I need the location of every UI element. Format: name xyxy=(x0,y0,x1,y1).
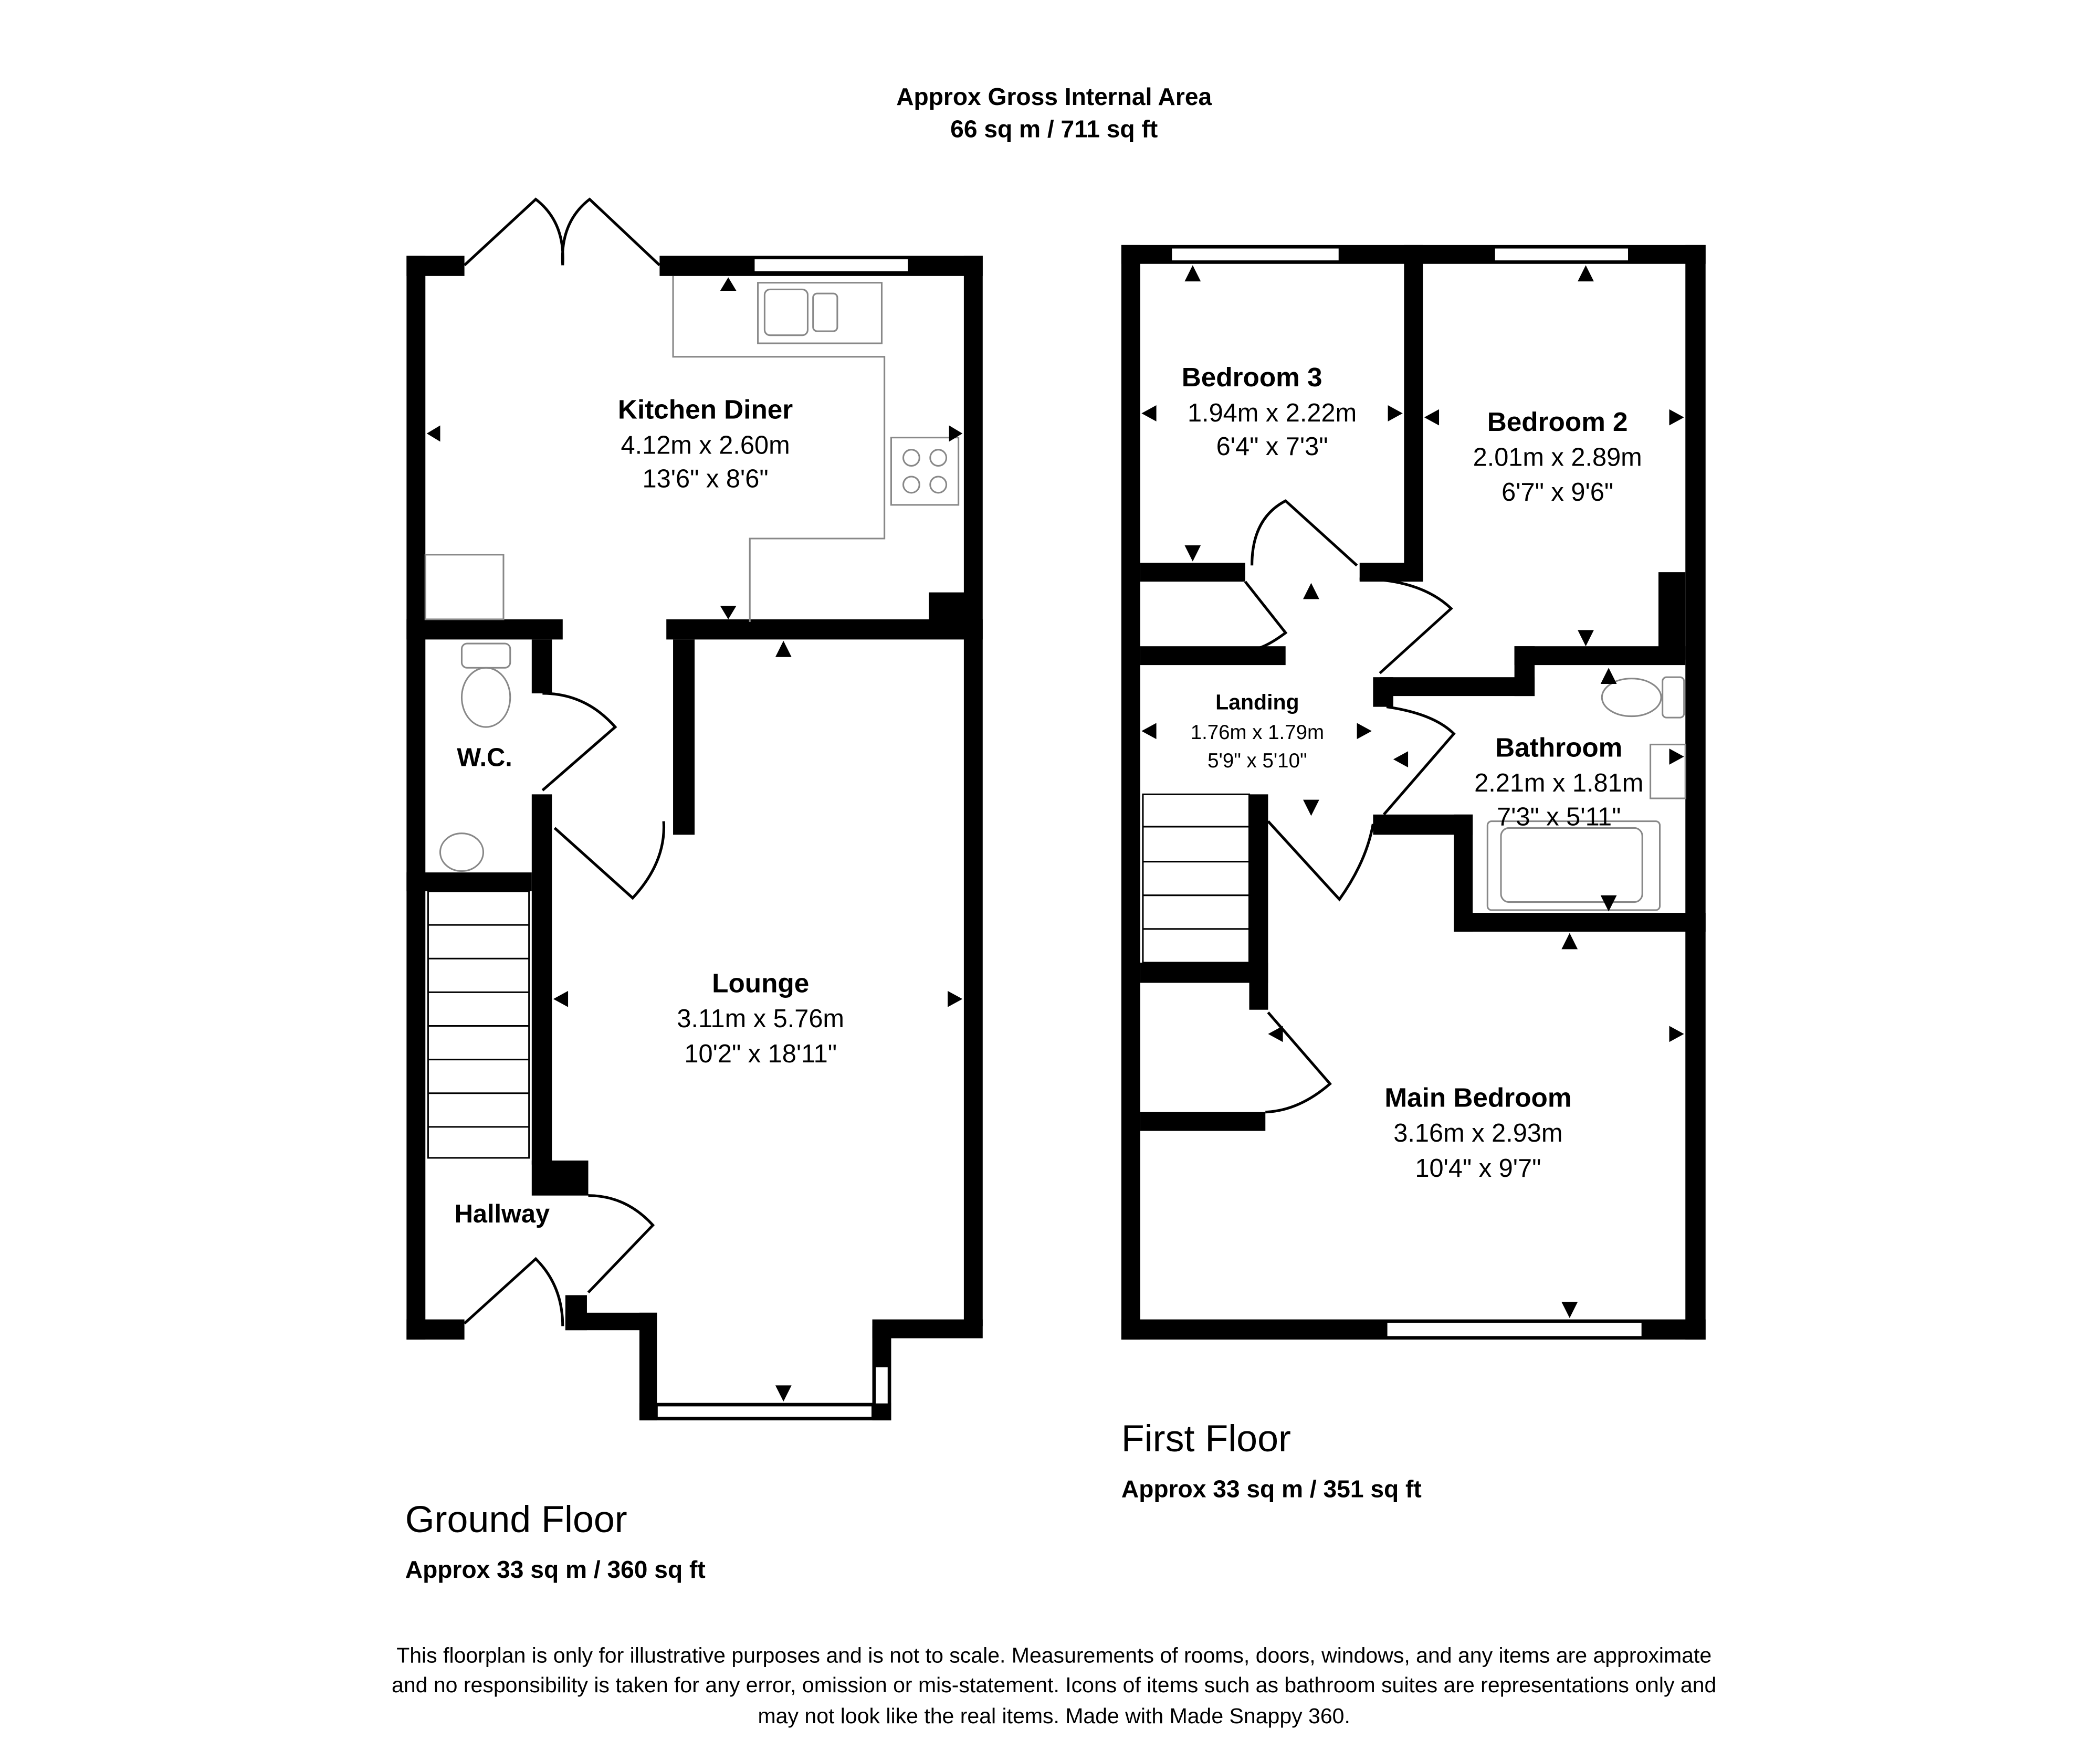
door xyxy=(1244,581,1288,651)
room-imperial: 10'2" x 18'11" xyxy=(684,1040,837,1068)
kitchen-worktop xyxy=(672,276,886,623)
room-imperial: 13'6" x 8'6" xyxy=(643,465,769,493)
first-floor-title: First Floor xyxy=(1121,1418,1291,1460)
room-metric: 3.11m x 5.76m xyxy=(677,1005,844,1033)
disclaimer-line: This floorplan is only for illustrative … xyxy=(396,1643,1712,1668)
window xyxy=(1170,247,1340,262)
disclaimer-line: and no responsibility is taken for any e… xyxy=(392,1673,1716,1697)
stairs xyxy=(1142,793,1251,964)
room-metric: 2.21m x 1.81m xyxy=(1474,769,1643,797)
room-metric: 1.76m x 1.79m xyxy=(1191,721,1324,744)
room-name: Bedroom 2 xyxy=(1487,407,1628,437)
first-floor-plan: Bedroom 3 1.94m x 2.22m 6'4" x 7'3" Bedr… xyxy=(1121,245,1706,1340)
first-floor-area: Approx 33 sq m / 351 sq ft xyxy=(1121,1475,1422,1502)
door xyxy=(541,692,617,792)
sink-icon xyxy=(757,282,883,344)
ground-floor-plan: Kitchen Diner 4.12m x 2.60m 13'6" x 8'6"… xyxy=(406,197,983,1421)
room-imperial: 10'4" x 9'7" xyxy=(1415,1154,1541,1183)
hob-icon xyxy=(890,437,960,506)
basin-icon xyxy=(1650,743,1686,799)
stairs xyxy=(427,890,530,1159)
ground-floor-area: Approx 33 sq m / 360 sq ft xyxy=(405,1556,706,1583)
room-name: Hallway xyxy=(455,1200,550,1228)
bath-icon xyxy=(1486,820,1661,911)
dimension-arrows xyxy=(426,277,963,1402)
room-name: Bathroom xyxy=(1495,733,1622,763)
basin-icon xyxy=(439,832,485,872)
room-metric: 1.94m x 2.22m xyxy=(1188,399,1357,427)
gross-area-value: 66 sq m / 711 sq ft xyxy=(950,115,1158,143)
room-name: Bedroom 3 xyxy=(1182,362,1322,392)
room-metric: 2.01m x 2.89m xyxy=(1473,443,1642,471)
toilet-icon xyxy=(1662,676,1685,719)
window xyxy=(753,257,910,273)
room-name: Main Bedroom xyxy=(1384,1082,1571,1112)
room-name: W.C. xyxy=(457,743,512,772)
door xyxy=(1382,705,1456,816)
door xyxy=(1359,577,1453,674)
front-door xyxy=(463,1257,564,1326)
dimension-arrows xyxy=(1141,265,1684,1319)
room-metric: 4.12m x 2.60m xyxy=(621,431,790,459)
room-imperial: 6'7" x 9'6" xyxy=(1502,478,1613,507)
disclaimer-line: may not look like the real items. Made w… xyxy=(758,1704,1350,1728)
room-name: Landing xyxy=(1215,690,1299,714)
door xyxy=(553,821,666,900)
room-imperial: 5'9" x 5'10" xyxy=(1208,750,1307,772)
french-doors xyxy=(463,197,661,267)
ground-floor-title: Ground Floor xyxy=(405,1499,627,1541)
gross-area-title: Approx Gross Internal Area xyxy=(896,83,1212,110)
door xyxy=(1251,499,1358,567)
door xyxy=(1265,1011,1332,1114)
room-name: Lounge xyxy=(712,968,809,998)
room-imperial: 6'4" x 7'3" xyxy=(1216,433,1328,461)
toilet-icon xyxy=(460,642,511,669)
room-metric: 3.16m x 2.93m xyxy=(1393,1119,1562,1147)
room-imperial: 7'3" x 5'11" xyxy=(1497,803,1621,831)
room-name: Kitchen Diner xyxy=(618,395,793,425)
door xyxy=(587,1194,655,1294)
door xyxy=(1267,820,1374,902)
